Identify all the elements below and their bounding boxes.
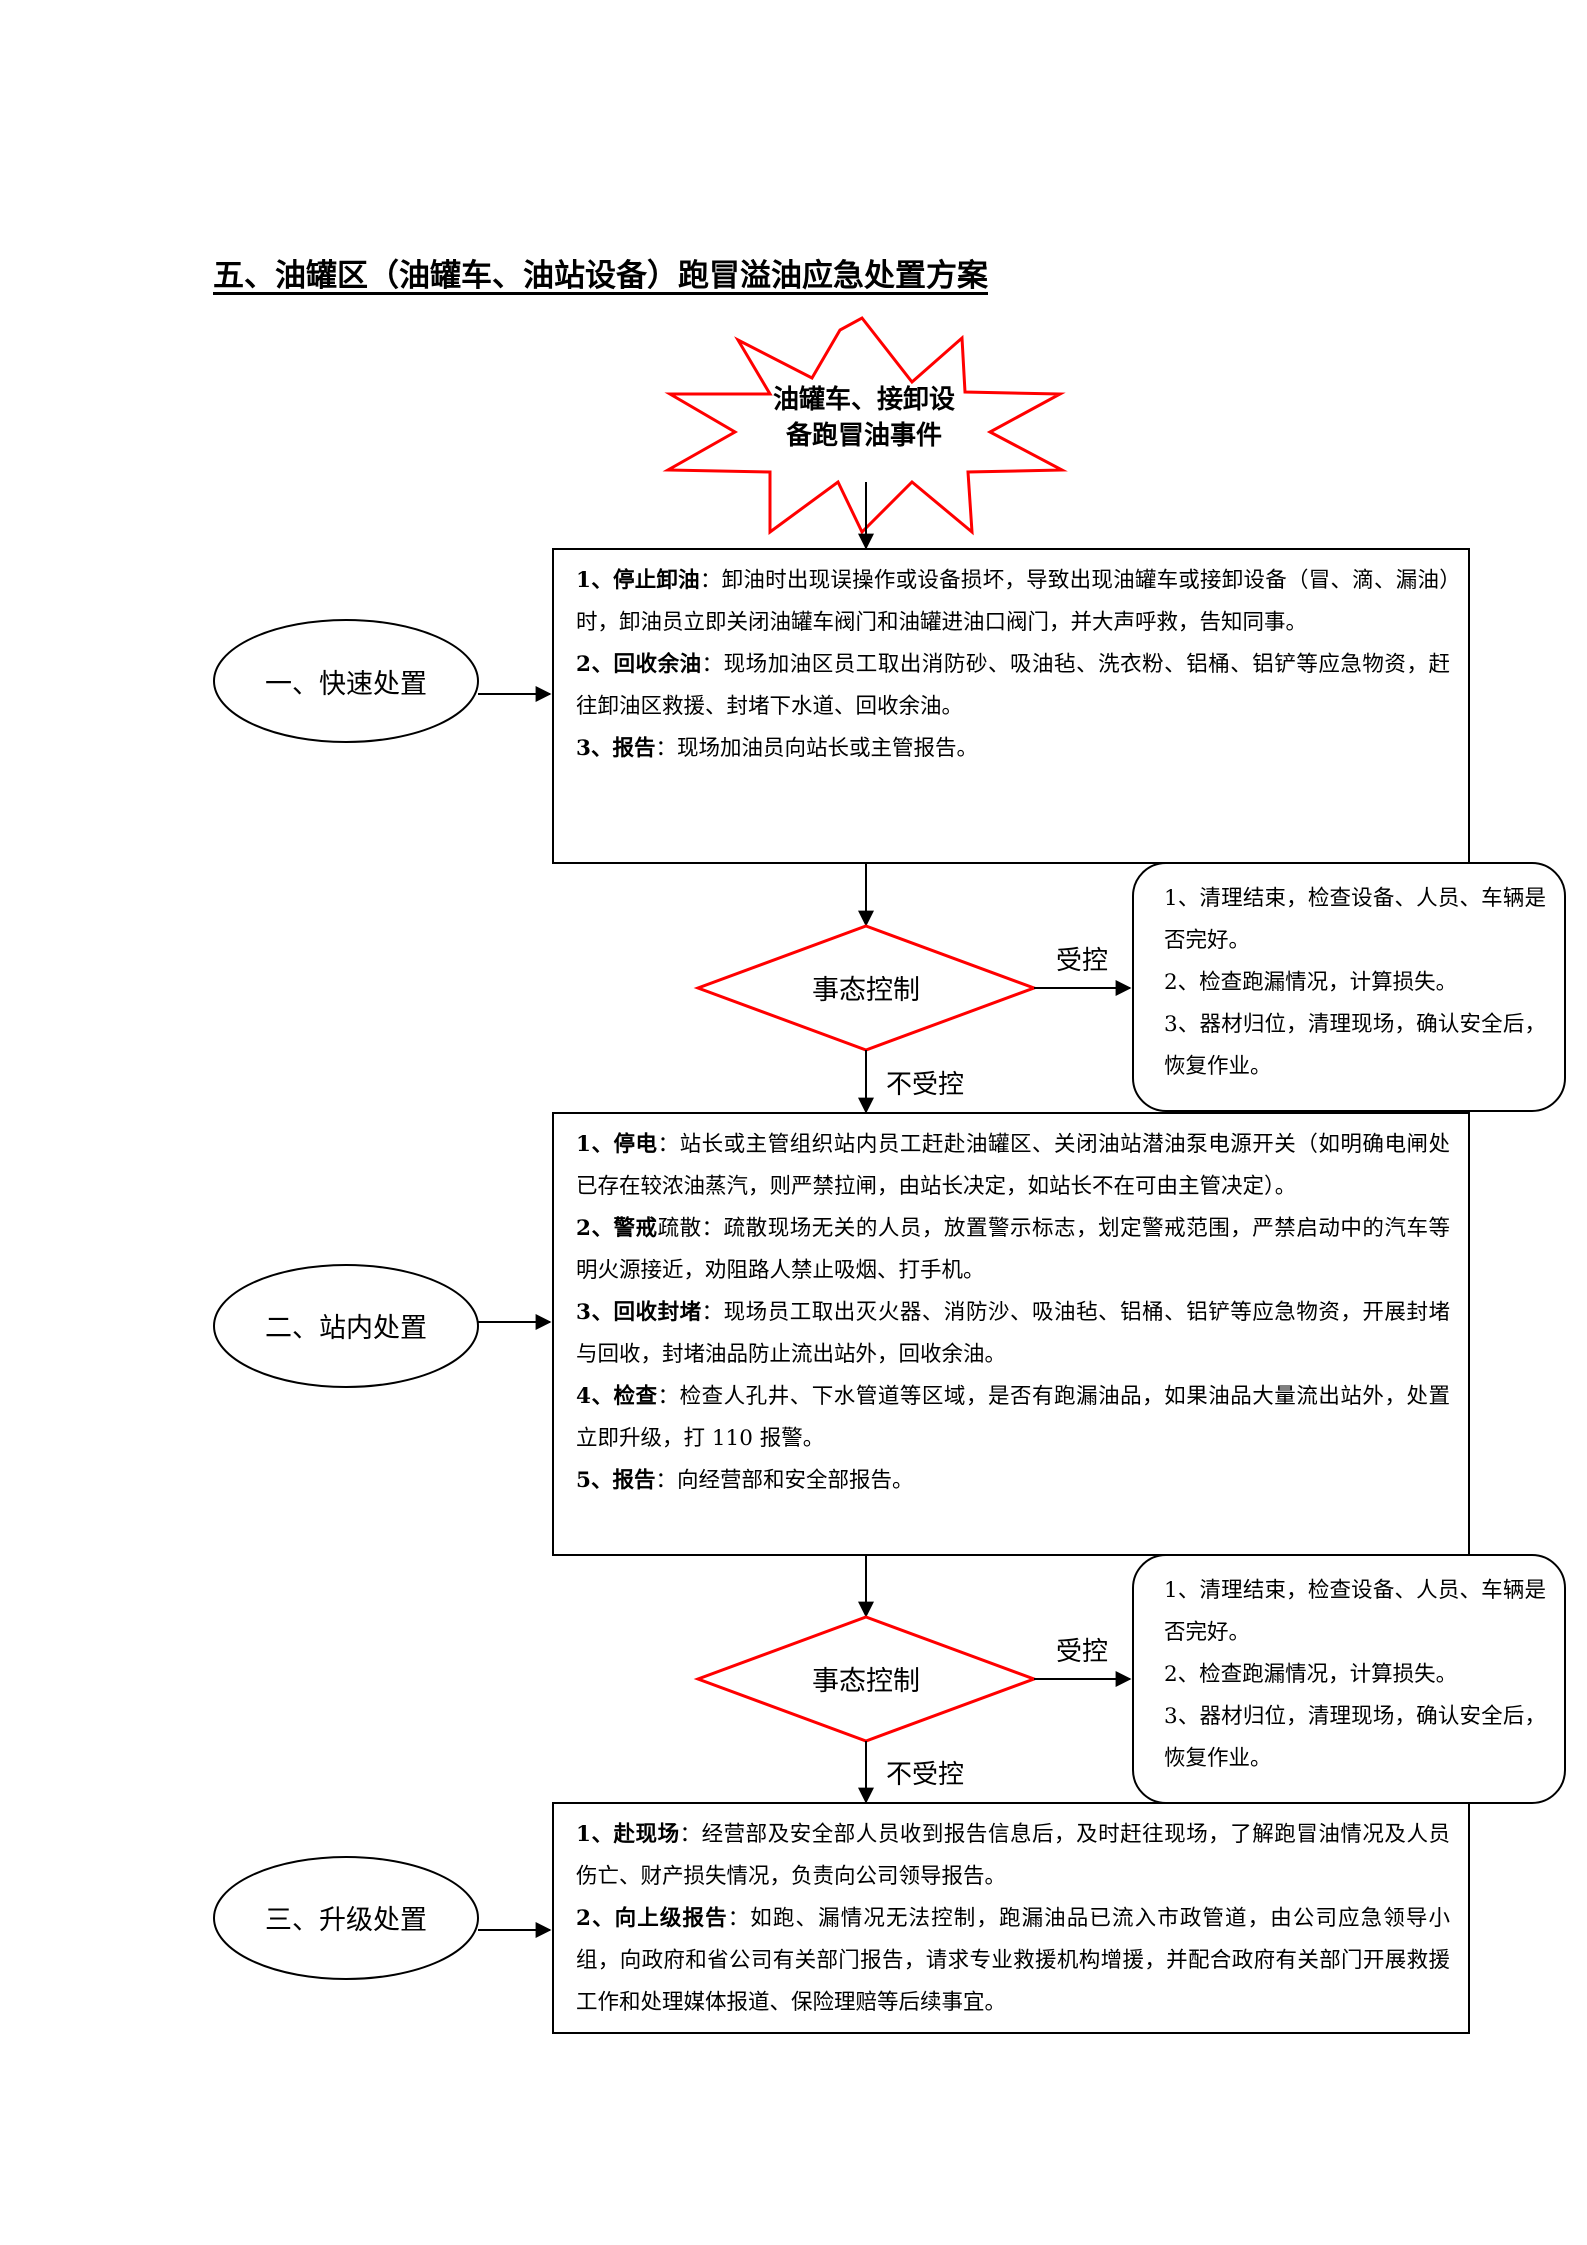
stage3-label: 三、升级处置 bbox=[265, 1905, 427, 1936]
stage3-item2: 2、向上级报告：如跑、漏情况无法控制，跑漏油品已流入市政管道，由公司应急领导小组… bbox=[576, 1906, 1450, 2015]
decision1-outcome3: 3、器材归位，清理现场，确认安全后，恢复作业。 bbox=[1164, 1012, 1546, 1079]
decision2-label: 事态控制 bbox=[812, 1666, 920, 1697]
decision1-label: 事态控制 bbox=[812, 975, 920, 1006]
stage1-box: 1、停止卸油：卸油时出现误操作或设备损坏，导致出现油罐车或接卸设备（冒、滴、漏油… bbox=[552, 548, 1470, 864]
decision2-yes-label: 受控 bbox=[1056, 1637, 1109, 1667]
stage3-box: 1、赴现场：经营部及安全部人员收到报告信息后，及时赶往现场，了解跑冒油情况及人员… bbox=[552, 1802, 1470, 2034]
decision1-outcome-box: 1、清理结束，检查设备、人员、车辆是否完好。 2、检查跑漏情况，计算损失。 3、… bbox=[1132, 862, 1566, 1112]
decision2-outcome3: 3、器材归位，清理现场，确认安全后，恢复作业。 bbox=[1164, 1704, 1546, 1771]
page-title: 五、油罐区（油罐车、油站设备）跑冒溢油应急处置方案 bbox=[213, 258, 988, 294]
decision1-no-label: 不受控 bbox=[886, 1070, 965, 1100]
stage2-item4: 4、检查：检查人孔井、下水管道等区域，是否有跑漏油品，如果油品大量流出站外，处置… bbox=[576, 1384, 1450, 1451]
stage2-label: 二、站内处置 bbox=[265, 1313, 427, 1344]
stage2-item5: 5、报告：向经营部和安全部报告。 bbox=[576, 1468, 914, 1493]
stage1-item3: 3、报告：现场加油员向站长或主管报告。 bbox=[576, 736, 978, 761]
event-label: 油罐车、接卸设 备跑冒油事件 bbox=[744, 382, 984, 454]
decision1-yes-label: 受控 bbox=[1056, 946, 1109, 976]
decision2-outcome1: 1、清理结束，检查设备、人员、车辆是否完好。 bbox=[1164, 1578, 1546, 1645]
event-label-line2: 备跑冒油事件 bbox=[785, 421, 942, 451]
oval-stage3 bbox=[213, 1856, 479, 1980]
event-star bbox=[662, 316, 1068, 536]
oval-stage2 bbox=[213, 1264, 479, 1388]
stage1-item1: 1、停止卸油：卸油时出现误操作或设备损坏，导致出现油罐车或接卸设备（冒、滴、漏油… bbox=[576, 568, 1450, 635]
stage3-item1: 1、赴现场：经营部及安全部人员收到报告信息后，及时赶往现场，了解跑冒油情况及人员… bbox=[576, 1822, 1450, 1889]
decision1-outcome2: 2、检查跑漏情况，计算损失。 bbox=[1164, 970, 1458, 995]
stage2-item2: 2、警戒疏散：疏散现场无关的人员，放置警示标志，划定警戒范围，严禁启动中的汽车等… bbox=[576, 1216, 1450, 1283]
stage2-item3: 3、回收封堵：现场员工取出灭火器、消防沙、吸油毡、铝桶、铝铲等应急物资，开展封堵… bbox=[576, 1300, 1450, 1367]
stage1-item2: 2、回收余油：现场加油区员工取出消防砂、吸油毡、洗衣粉、铝桶、铝铲等应急物资，赶… bbox=[576, 652, 1450, 719]
stage2-box: 1、停电：站长或主管组织站内员工赶赴油罐区、关闭油站潜油泵电源开关（如明确电闸处… bbox=[552, 1112, 1470, 1556]
stage2-item1: 1、停电：站长或主管组织站内员工赶赴油罐区、关闭油站潜油泵电源开关（如明确电闸处… bbox=[576, 1132, 1450, 1199]
decision1-outcome1: 1、清理结束，检查设备、人员、车辆是否完好。 bbox=[1164, 886, 1546, 953]
decision2-no-label: 不受控 bbox=[886, 1760, 965, 1790]
decision2-outcome-box: 1、清理结束，检查设备、人员、车辆是否完好。 2、检查跑漏情况，计算损失。 3、… bbox=[1132, 1554, 1566, 1804]
oval-stage1 bbox=[213, 619, 479, 743]
event-label-line1: 油罐车、接卸设 bbox=[772, 385, 955, 415]
stage1-label: 一、快速处置 bbox=[265, 669, 427, 700]
decision2-outcome2: 2、检查跑漏情况，计算损失。 bbox=[1164, 1662, 1458, 1687]
